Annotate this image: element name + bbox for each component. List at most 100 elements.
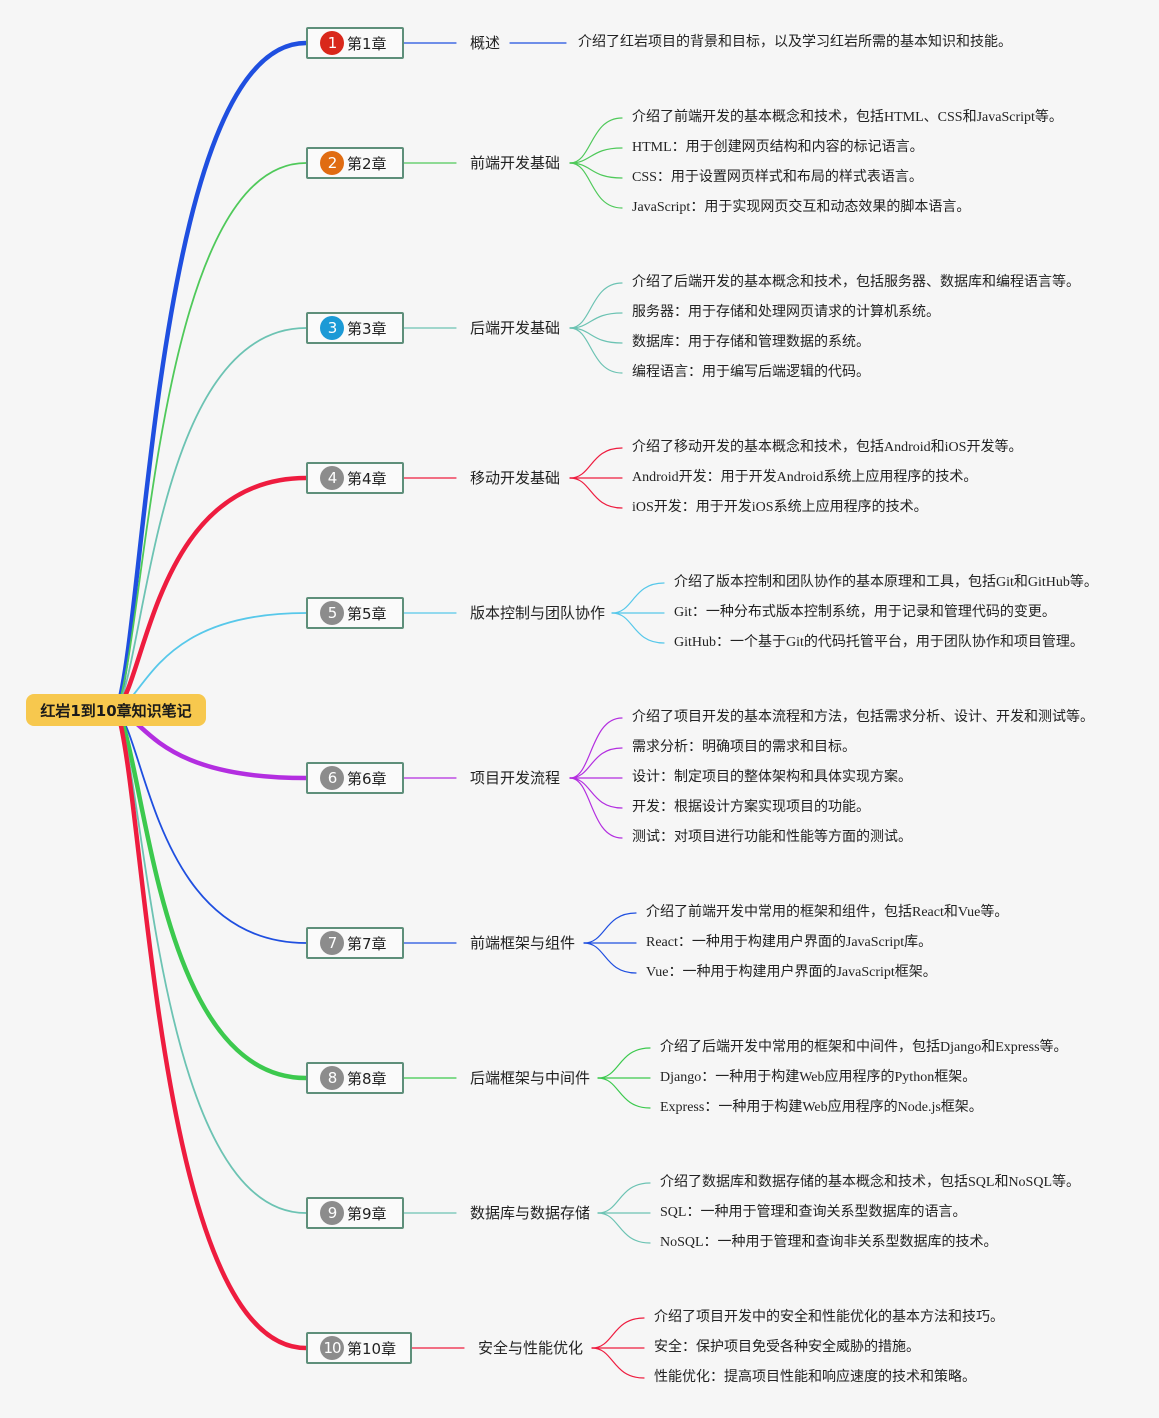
detail-text: SQL：一种用于管理和查询关系型数据库的语言。 bbox=[660, 1205, 967, 1220]
detail-connector bbox=[569, 447, 623, 479]
chapter-label: 第5章 bbox=[347, 604, 387, 623]
branch-line bbox=[114, 707, 309, 1081]
detail-connector bbox=[569, 747, 623, 779]
topic-label[interactable]: 数据库与数据存储 bbox=[470, 1204, 591, 1222]
topic-label[interactable]: 安全与性能优化 bbox=[478, 1339, 584, 1357]
branch-line bbox=[114, 707, 309, 1351]
topic-label[interactable]: 项目开发流程 bbox=[470, 769, 561, 787]
detail-connector bbox=[569, 327, 623, 374]
chapter-label: 第8章 bbox=[347, 1069, 387, 1088]
detail-text: React：一种用于构建用户界面的JavaScript库。 bbox=[646, 935, 933, 950]
branch-line bbox=[114, 40, 309, 713]
detail-text: GitHub：一个基于Git的代码托管平台，用于团队协作和项目管理。 bbox=[674, 635, 1084, 650]
detail-connector bbox=[569, 477, 623, 509]
detail-text: Vue：一种用于构建用户界面的JavaScript框架。 bbox=[646, 965, 937, 980]
chapter-number-badge: 10 bbox=[320, 1336, 344, 1360]
detail-text: 介绍了版本控制和团队协作的基本原理和工具，包括Git和GitHub等。 bbox=[674, 575, 1098, 590]
topic-label[interactable]: 概述 bbox=[470, 34, 501, 52]
detail-text: 服务器：用于存储和处理网页请求的计算机系统。 bbox=[632, 305, 940, 320]
chapter-number-badge: 7 bbox=[320, 931, 344, 955]
branch-line bbox=[116, 162, 307, 711]
chapter-number-badge: 6 bbox=[320, 766, 344, 790]
detail-connector bbox=[591, 1317, 645, 1349]
detail-connector bbox=[569, 777, 623, 809]
detail-connector bbox=[569, 147, 623, 164]
detail-text: 安全：保护项目免受各种安全威胁的措施。 bbox=[654, 1340, 920, 1355]
detail-text: 介绍了项目开发的基本流程和方法，包括需求分析、设计、开发和测试等。 bbox=[632, 710, 1094, 725]
detail-connector bbox=[569, 777, 623, 839]
detail-text: 需求分析：明确项目的需求和目标。 bbox=[632, 740, 856, 755]
detail-text: 介绍了前端开发的基本概念和技术，包括HTML、CSS和JavaScript等。 bbox=[632, 110, 1063, 125]
detail-text: NoSQL：一种用于管理和查询非关系型数据库的技术。 bbox=[660, 1235, 998, 1250]
topic-label[interactable]: 前端开发基础 bbox=[470, 154, 561, 172]
detail-text: 开发：根据设计方案实现项目的功能。 bbox=[632, 800, 870, 815]
topic-label[interactable]: 移动开发基础 bbox=[470, 469, 561, 487]
detail-text: HTML：用于创建网页结构和内容的标记语言。 bbox=[632, 140, 924, 155]
branch-line bbox=[116, 327, 307, 711]
chapter-label: 第1章 bbox=[347, 34, 387, 53]
detail-text: Android开发：用于开发Android系统上应用程序的技术。 bbox=[632, 470, 978, 485]
detail-text: iOS开发：用于开发iOS系统上应用程序的技术。 bbox=[632, 500, 928, 515]
detail-text: 介绍了项目开发中的安全和性能优化的基本方法和技巧。 bbox=[654, 1310, 1004, 1325]
chapter-label: 第3章 bbox=[347, 319, 387, 338]
root-node[interactable]: 红岩1到10章知识笔记 bbox=[26, 694, 206, 726]
detail-connector bbox=[591, 1347, 645, 1379]
chapter-label: 第7章 bbox=[347, 934, 387, 953]
detail-text: 编程语言：用于编写后端逻辑的代码。 bbox=[632, 365, 870, 380]
detail-connector bbox=[569, 717, 623, 779]
detail-text: 介绍了前端开发中常用的框架和组件，包括React和Vue等。 bbox=[646, 905, 1009, 920]
branch-line bbox=[116, 709, 307, 944]
chapter-number-badge: 1 bbox=[320, 31, 344, 55]
detail-text: 性能优化：提高项目性能和响应速度的技术和策略。 bbox=[654, 1370, 976, 1385]
topic-label[interactable]: 后端框架与中间件 bbox=[470, 1069, 591, 1087]
branch-line bbox=[114, 475, 309, 713]
detail-text: Git：一种分布式版本控制系统，用于记录和管理代码的变更。 bbox=[674, 605, 1056, 620]
detail-text: Express：一种用于构建Web应用程序的Node.js框架。 bbox=[660, 1100, 983, 1115]
detail-connector bbox=[597, 1182, 651, 1214]
chapter-label: 第10章 bbox=[347, 1339, 397, 1358]
chapter-number-badge: 4 bbox=[320, 466, 344, 490]
detail-text: 设计：制定项目的整体架构和具体实现方案。 bbox=[632, 770, 912, 785]
detail-connector bbox=[611, 582, 665, 614]
chapter-number-badge: 3 bbox=[320, 316, 344, 340]
chapter-number-badge: 9 bbox=[320, 1201, 344, 1225]
topic-label[interactable]: 版本控制与团队协作 bbox=[470, 604, 606, 622]
detail-text: 测试：对项目进行功能和性能等方面的测试。 bbox=[632, 830, 912, 845]
detail-text: CSS：用于设置网页样式和布局的样式表语言。 bbox=[632, 170, 923, 185]
chapter-number-badge: 8 bbox=[320, 1066, 344, 1090]
detail-text: JavaScript：用于实现网页交互和动态效果的脚本语言。 bbox=[632, 200, 971, 215]
chapter-label: 第9章 bbox=[347, 1204, 387, 1223]
chapter-number-badge: 2 bbox=[320, 151, 344, 175]
detail-connector bbox=[583, 912, 637, 944]
topic-label[interactable]: 前端框架与组件 bbox=[470, 934, 576, 952]
detail-text: 介绍了红岩项目的背景和目标，以及学习红岩所需的基本知识和技能。 bbox=[578, 35, 1012, 50]
chapter-number-badge: 5 bbox=[320, 601, 344, 625]
detail-connector bbox=[569, 117, 623, 164]
detail-connector bbox=[569, 162, 623, 209]
detail-connector bbox=[597, 1212, 651, 1244]
chapter-label: 第4章 bbox=[347, 469, 387, 488]
detail-connector bbox=[569, 282, 623, 329]
detail-text: 介绍了数据库和数据存储的基本概念和技术，包括SQL和NoSQL等。 bbox=[660, 1175, 1081, 1190]
detail-connector bbox=[583, 942, 637, 974]
detail-text: 数据库：用于存储和管理数据的系统。 bbox=[632, 335, 870, 350]
topic-label[interactable]: 后端开发基础 bbox=[470, 319, 561, 337]
detail-text: 介绍了后端开发的基本概念和技术，包括服务器、数据库和编程语言等。 bbox=[632, 275, 1080, 290]
chapter-label: 第2章 bbox=[347, 154, 387, 173]
detail-connector bbox=[597, 1047, 651, 1079]
detail-text: Django：一种用于构建Web应用程序的Python框架。 bbox=[660, 1070, 977, 1085]
detail-connector bbox=[597, 1077, 651, 1109]
detail-connector bbox=[611, 612, 665, 644]
